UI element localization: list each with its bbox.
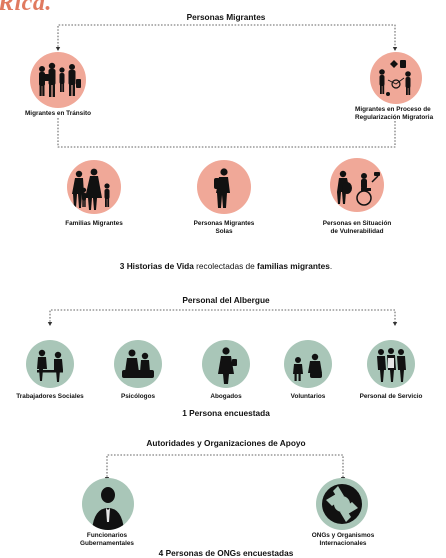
label-psicologos: Psicólogos [120,393,156,400]
label-personas-vulnerabilidad: Personas en Situación de Vulnerabilidad [323,220,392,236]
government-officials-illustration [82,478,134,530]
social-workers-illustration [26,340,74,388]
section-title-personal-del-albergue: Personal del Albergue [182,295,270,305]
label-ongs-organismos-line2: Internacionales [319,540,367,547]
label-funcionarios-line1: Funcionarios [86,532,128,539]
ngos-illustration [316,478,368,530]
label-personas-migrantes-solas-line2: Solas [215,228,233,235]
label-migrantes-en-proceso-line1: Migrantes en Proceso de [355,106,431,113]
migrants-in-transit-illustration [30,52,86,108]
label-migrantes-en-proceso: Migrantes en Proceso de Regularización M… [355,106,433,122]
brand-title: Rica. [0,0,52,16]
summary-ongs-encuestadas: 4 Personas de ONGs encuestadas [158,548,294,558]
summary-historias-count: 3 Historias de Vida [119,261,194,271]
summary-historias-highlight: familias migrantes [257,261,330,271]
label-personas-migrantes-solas: Personas Migrantes Solas [194,220,255,236]
lawyers-illustration [202,340,250,388]
volunteers-illustration [284,340,332,388]
label-personas-migrantes-solas-line1: Personas Migrantes [193,220,255,227]
section-title-personas-migrantes: Personas Migrantes [186,12,266,22]
summary-historias-de-vida: 3 Historias de Vida recolectadas de fami… [120,261,332,271]
service-staff-illustration [367,340,415,388]
label-personas-vulnerabilidad-line2: de Vulnerabilidad [330,228,384,235]
summary-persona-encuestada: 1 Persona encuestada [182,408,270,418]
summary-historias-suffix: . [329,261,333,271]
label-migrantes-en-proceso-line2: Regularización Migratoria [355,114,434,121]
section-title-autoridades: Autoridades y Organizaciones de Apoyo [146,438,306,448]
label-ongs-organismos: ONGs y Organismos Internacionales [312,532,375,548]
vulnerable-persons-illustration [330,158,384,212]
families-illustration [67,160,121,214]
label-funcionarios-line2: Gubernamentales [80,540,134,547]
summary-historias-middle: recolectadas de [193,261,258,271]
label-funcionarios: Funcionarios Gubernamentales [80,532,134,548]
label-voluntarios: Voluntarios [290,393,326,400]
label-ongs-organismos-line1: ONGs y Organismos [311,532,375,539]
label-personal-de-servicio: Personal de Servicio [359,393,423,400]
migrants-regularization-illustration [370,52,422,104]
label-familias-migrantes: Familias Migrantes [65,220,123,227]
label-personas-vulnerabilidad-line1: Personas en Situación [322,220,392,227]
label-trabajadores-sociales: Trabajadores Sociales [16,393,84,400]
psychologists-illustration [114,340,162,388]
single-migrant-illustration [197,160,251,214]
label-migrantes-en-transito: Migrantes en Tránsito [24,110,92,117]
label-abogados: Abogados [210,393,242,400]
